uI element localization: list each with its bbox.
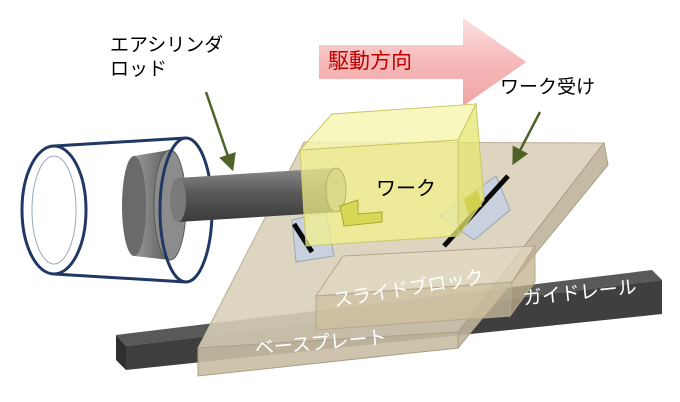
- drive-direction-label: 駆動方向: [328, 49, 412, 73]
- slide-block: [315, 244, 536, 331]
- drive-direction-arrow: [317, 14, 530, 110]
- work-receiver-label: ワーク受け: [500, 76, 596, 98]
- air-cylinder-rod: [170, 168, 340, 222]
- work-label: ワーク: [376, 176, 436, 200]
- work-receiver-pointer: [512, 111, 542, 166]
- air-cylinder: [20, 136, 214, 284]
- air-cylinder-rod-label: エアシリンダ ロッド: [110, 34, 223, 82]
- cylinder-rod-pointer: [204, 91, 236, 172]
- air-cylinder-rod-label-line1: エアシリンダ: [110, 34, 224, 56]
- air-cylinder-rod-label-line2: ロッド: [110, 57, 168, 80]
- work-block: [298, 102, 485, 247]
